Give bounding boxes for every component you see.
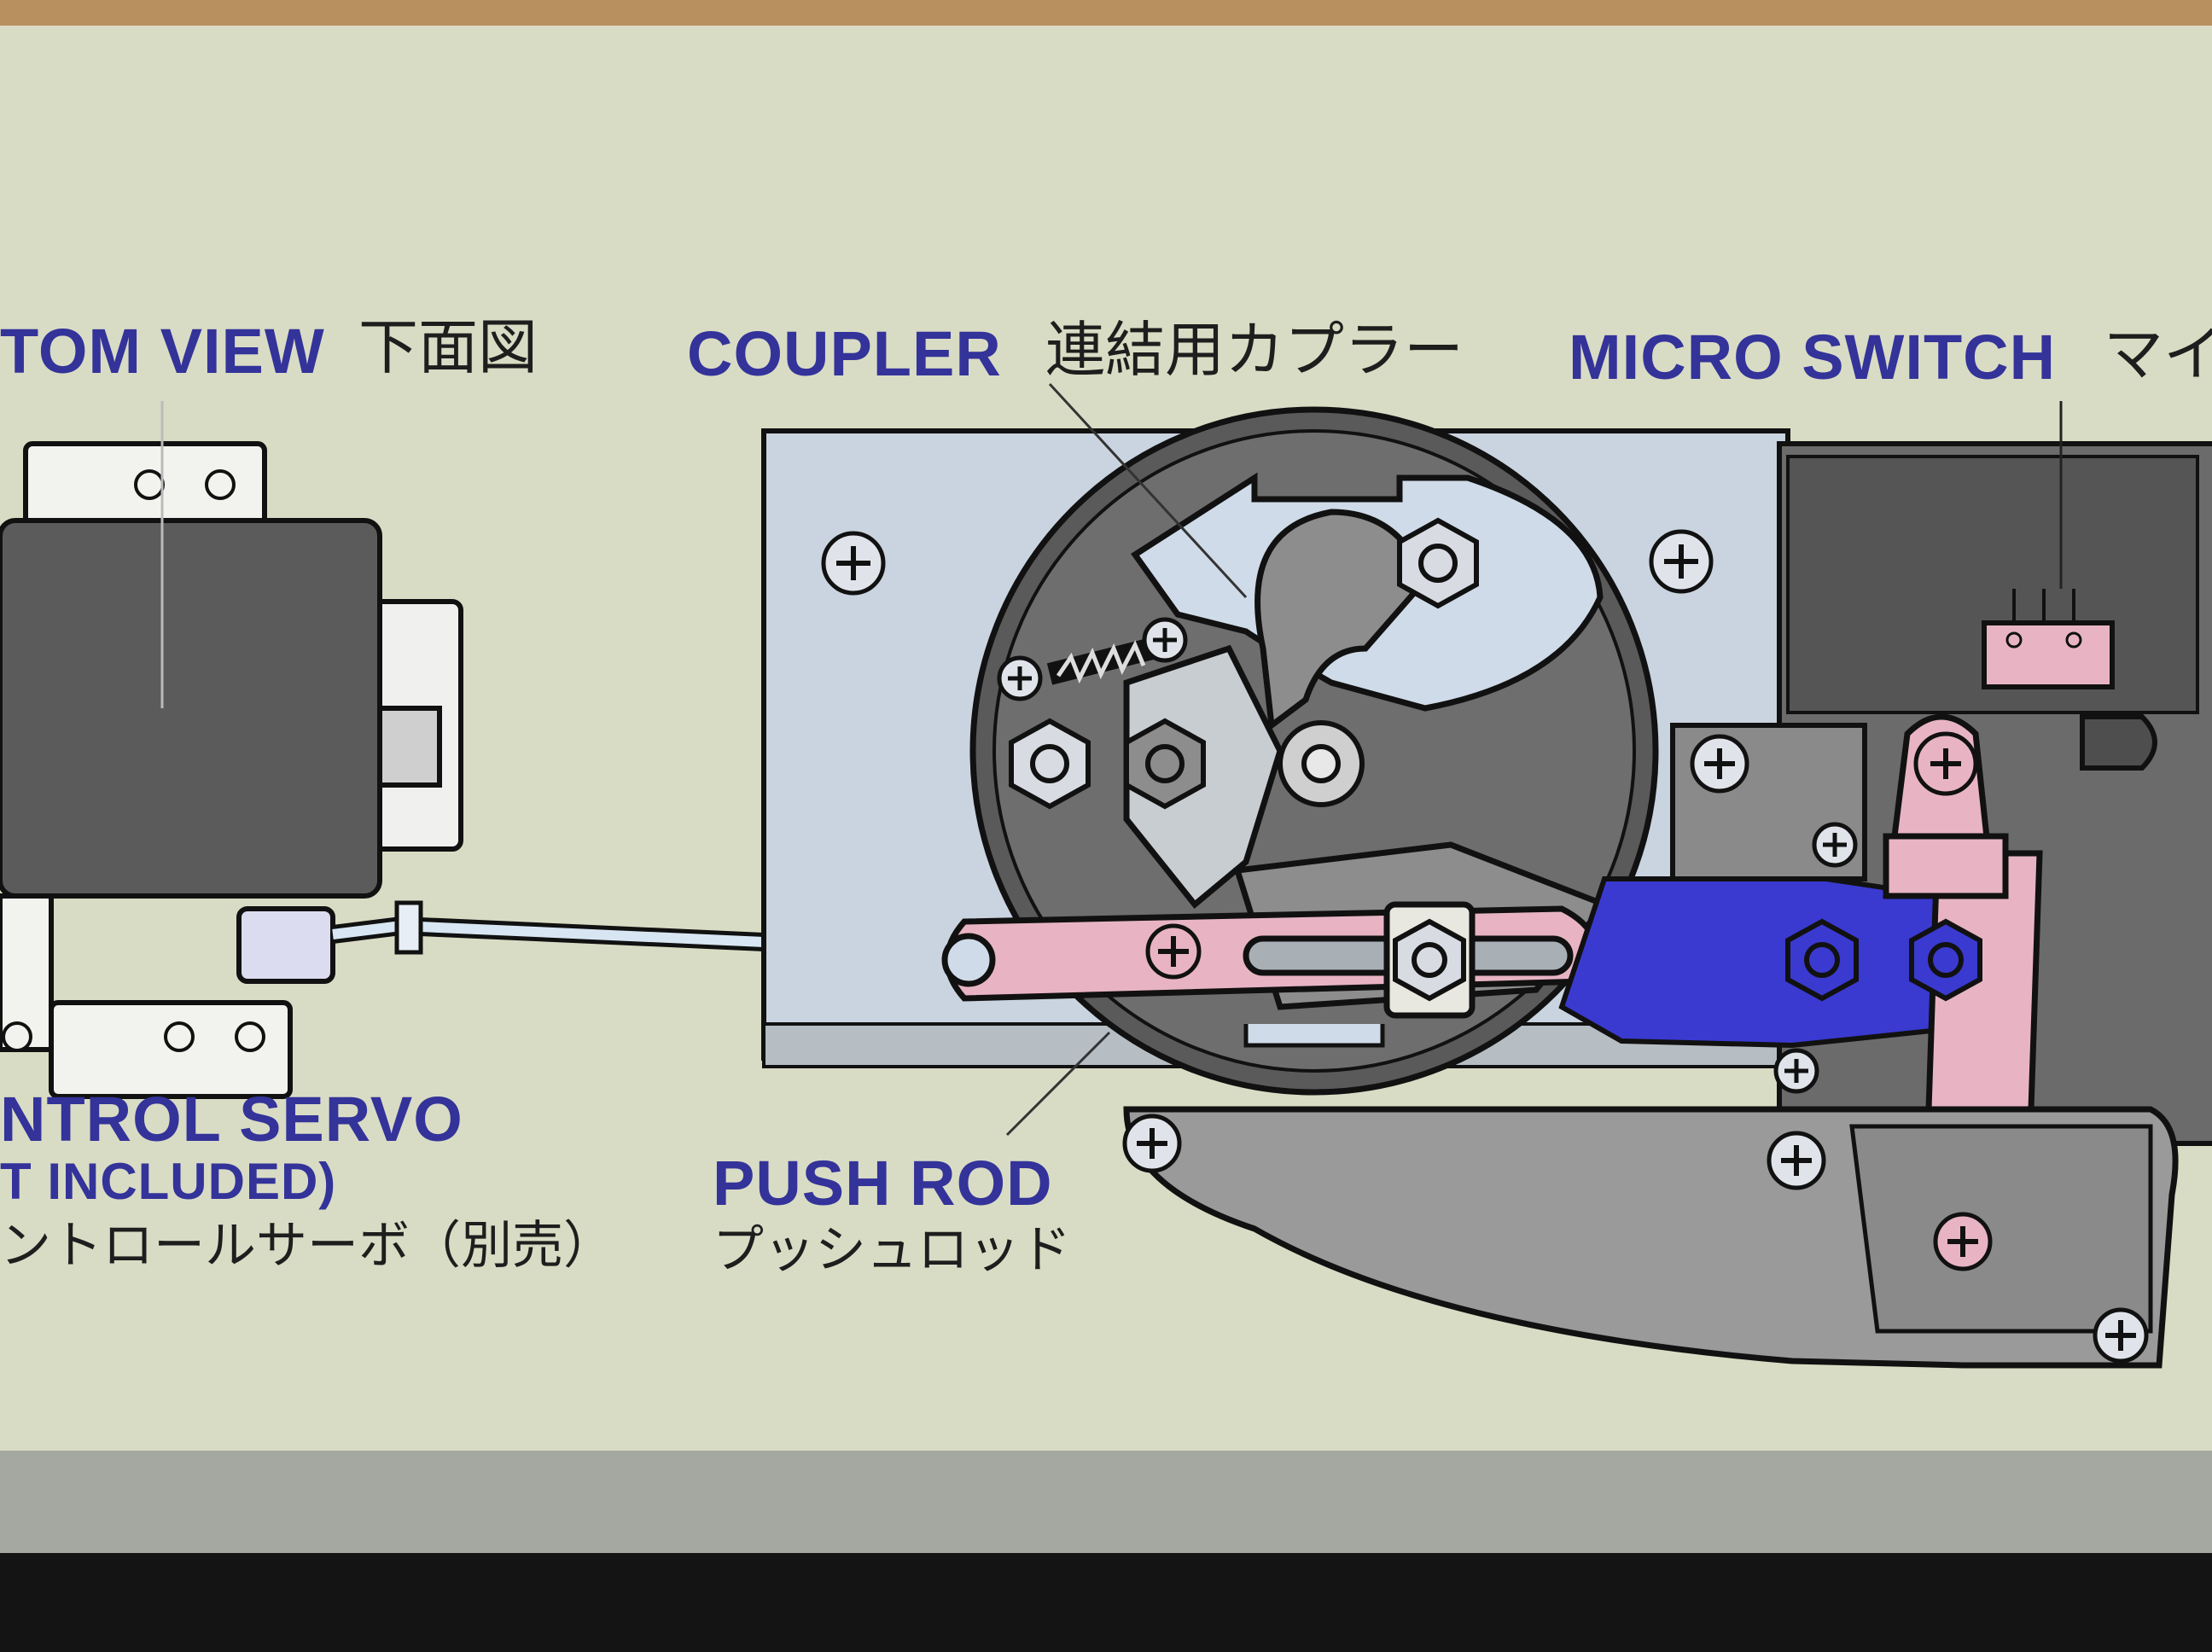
hex-nut-icon — [1909, 918, 1982, 1002]
servo-body — [0, 518, 382, 899]
screw-icon — [1122, 1114, 1182, 1173]
servo-label: NTROL SERVO — [0, 1084, 463, 1155]
servo-horn — [236, 906, 335, 984]
servo-diagram — [0, 401, 463, 1099]
screw-icon — [997, 655, 1043, 701]
micro-switch-body — [1982, 620, 2115, 689]
hex-nut-icon — [1397, 517, 1479, 609]
hex-nut-icon — [1393, 918, 1466, 1002]
screw-icon — [1767, 1131, 1826, 1190]
micro-switch-jp-label: マイ — [2104, 319, 2212, 389]
servo-not-included-label: T INCLUDED) — [0, 1153, 337, 1210]
coupler-jp-label: 連結用カプラー — [1045, 315, 1464, 385]
chassis — [1123, 1106, 2179, 1369]
servo-jp-label: ントロールサーボ（別売） — [0, 1216, 614, 1276]
bottom-view-jp-label: 下面図 — [358, 312, 538, 382]
leader-lines — [1005, 382, 1248, 1137]
hex-nut-icon — [1785, 918, 1859, 1002]
screw-icon — [1812, 822, 1858, 868]
hex-nut-icon — [1124, 718, 1206, 810]
screw-icon — [1933, 1212, 1993, 1271]
box-edge — [0, 1451, 2212, 1553]
shadow-base — [0, 1553, 2212, 1652]
screw-icon — [1773, 1048, 1819, 1094]
hex-nut-icon — [1009, 718, 1091, 810]
screw-icon — [1690, 734, 1749, 794]
screw-icon — [821, 531, 886, 596]
screw-icon — [2093, 1307, 2149, 1364]
bottom-view-label: TOM VIEW — [0, 316, 325, 387]
screw-icon — [1913, 731, 1978, 796]
spring — [1046, 637, 1155, 685]
screw-icon — [1145, 923, 1202, 980]
micro-switch-label: MICRO SWITCH — [1569, 322, 2057, 393]
coupler-label: COUPLER — [687, 318, 1002, 389]
push-rod-jp-label: プッシュロッド — [713, 1220, 1071, 1280]
push-rod-label: PUSH ROD — [713, 1148, 1053, 1219]
hex-nut-icon — [1278, 720, 1365, 807]
screw-icon — [1142, 617, 1188, 663]
screw-icon — [1649, 529, 1714, 594]
servo-mount-bottom — [0, 893, 54, 1052]
